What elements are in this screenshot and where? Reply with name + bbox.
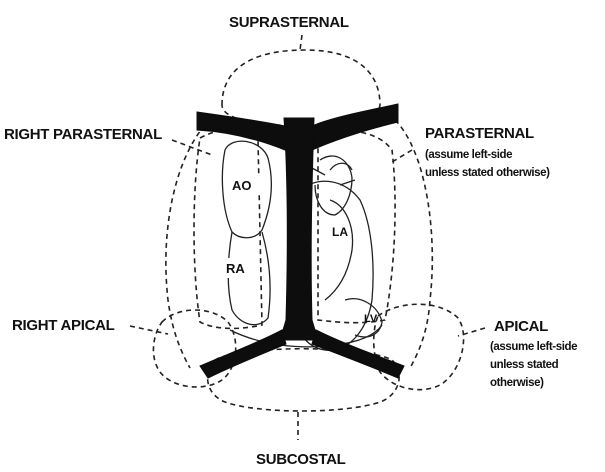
label-apical-note-3: otherwise) — [490, 377, 544, 389]
right-apical-window — [153, 310, 235, 387]
ao-label: AO — [232, 178, 252, 193]
label-apical-note-1: (assume left-side — [490, 341, 577, 353]
label-apical-note-2: unless stated — [490, 359, 559, 371]
label-parasternal-note-2: unless stated otherwise) — [425, 167, 550, 179]
label-subcostal: SUBCOSTAL — [256, 451, 346, 468]
right-parasternal-window — [194, 130, 262, 329]
label-apical: APICAL — [494, 318, 548, 335]
ra-label: RA — [226, 261, 245, 276]
apical-window — [374, 304, 464, 389]
label-right-parasternal: RIGHT PARASTERNAL — [4, 126, 162, 143]
left-parasternal-window — [318, 131, 395, 322]
label-parasternal-note-1: (assume left-side — [425, 149, 512, 161]
label-parasternal: PARASTERNAL — [425, 125, 534, 142]
label-suprasternal: SUPRASTERNAL — [229, 14, 349, 31]
la-label: LA — [332, 225, 348, 239]
lv-label: LV — [364, 313, 378, 325]
label-right-apical: RIGHT APICAL — [12, 317, 115, 334]
